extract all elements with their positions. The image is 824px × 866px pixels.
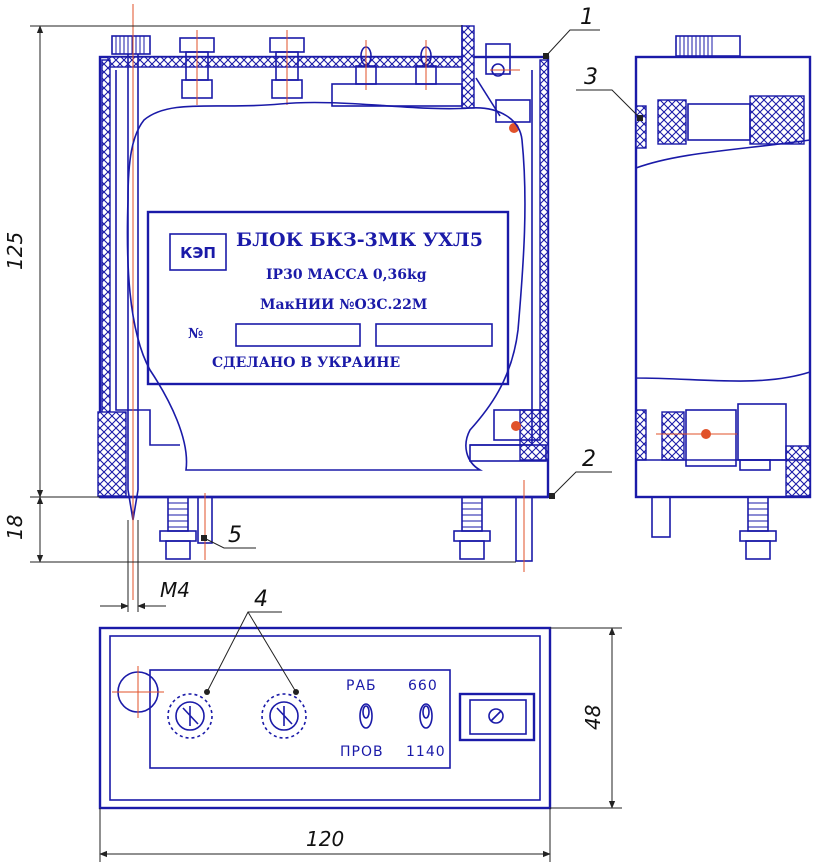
plate-title: БЛОК БКЗ-3МК УХЛ5	[236, 229, 483, 251]
number-field-1	[235, 323, 361, 347]
logo-box	[169, 233, 227, 271]
bottom-pivot	[511, 421, 521, 431]
dimensions: 125 18 M4 48 120	[3, 25, 622, 862]
left-wall-hatch	[101, 59, 111, 421]
top-view: РАБ 660 ПРОВ 1140	[98, 626, 552, 810]
earth-screw	[485, 43, 511, 75]
knob-screw-head	[111, 35, 151, 55]
logo-text: КЭП	[180, 244, 216, 262]
top-wall-hatch	[107, 56, 469, 68]
front-foot-left	[159, 496, 197, 560]
knob-knurl	[115, 36, 145, 54]
callout-5: 5	[228, 523, 242, 548]
label-rab: РАБ	[346, 678, 377, 694]
side-knob-knurl	[679, 36, 713, 56]
plate-number-label: №	[188, 326, 203, 342]
callout-4: 4	[254, 587, 268, 612]
callout-2: 2	[582, 447, 596, 472]
switch-base-bar	[331, 83, 463, 107]
nameplate	[146, 210, 510, 386]
side-pin-left	[651, 496, 671, 538]
right-wall-hatch	[539, 59, 549, 433]
terminal-block-outer	[458, 692, 536, 742]
side-left-hatch-bottom	[635, 409, 647, 461]
dim-height-leg: 18	[3, 515, 27, 540]
top-inner-outline	[109, 635, 541, 801]
potentiometer-right	[261, 693, 307, 739]
label-660: 660	[408, 678, 438, 694]
side-clip	[739, 459, 771, 471]
terminal-screw	[488, 708, 504, 724]
side-view	[634, 35, 812, 560]
control-panel	[149, 669, 451, 769]
number-field-2	[375, 323, 493, 347]
potentiometer-left	[167, 693, 213, 739]
label-1140: 1140	[406, 744, 446, 760]
plate-line2: IP30 МАССА 0,36kg	[266, 267, 427, 283]
plate-footer: СДЕЛАНО В УКРАИНЕ	[212, 355, 400, 371]
top-housing	[98, 626, 552, 810]
side-foot-right	[739, 496, 777, 560]
bottom-clip	[493, 409, 541, 441]
front-foot-right	[453, 496, 491, 560]
side-left-hatch-top	[635, 105, 647, 149]
terminal-post-left	[179, 30, 215, 105]
dim-thread: M4	[160, 578, 190, 602]
inner-liner-left	[115, 70, 180, 446]
callout-1: 1	[580, 5, 594, 30]
side-cutout	[635, 139, 811, 382]
side-hatch-d	[661, 411, 685, 461]
side-hatch-a	[657, 99, 687, 145]
top-toggle-b	[419, 703, 433, 729]
bottom-bracket	[469, 444, 547, 462]
side-bracket	[737, 403, 787, 461]
top-toggle-a	[359, 703, 373, 729]
plate-line3: МакНИИ №О3С.22М	[260, 297, 427, 313]
section-cutout	[126, 101, 526, 471]
side-hatch-b	[749, 95, 805, 145]
side-hatch-c	[785, 445, 811, 497]
side-inner-block	[687, 103, 751, 141]
dim-width: 120	[306, 827, 344, 851]
left-foot-hatch	[97, 411, 127, 497]
inner-wall-hatch	[461, 25, 475, 109]
label-prov: ПРОВ	[340, 744, 384, 760]
right-foot-hatch	[519, 409, 549, 461]
side-switch-block	[685, 409, 737, 467]
dim-height-main: 125	[3, 232, 27, 270]
hinge-block	[495, 99, 531, 123]
callouts: 1 2 3 4 5	[201, 5, 643, 693]
dim-depth: 48	[581, 705, 605, 730]
terminal-post-right	[269, 30, 305, 105]
callout-3: 3	[584, 65, 598, 90]
front-view: КЭП БЛОК БКЗ-3МК УХЛ5 IP30 МАССА 0,36kg …	[97, 4, 550, 600]
terminal-block-inner	[469, 699, 527, 735]
